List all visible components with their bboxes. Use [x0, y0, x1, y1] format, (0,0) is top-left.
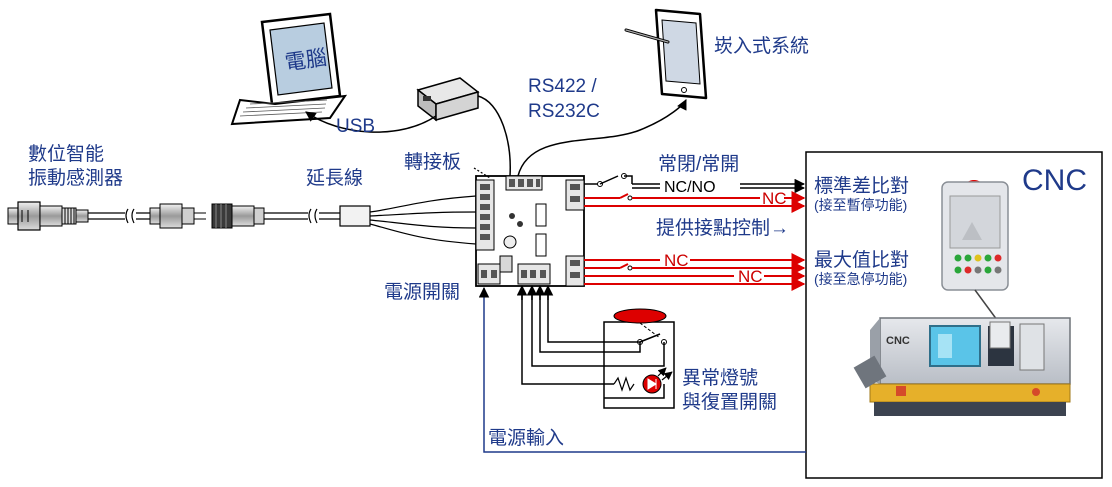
- std-compare-label: 標準差比對: [814, 175, 909, 197]
- usb-cable: [305, 111, 437, 133]
- machine-brand-label: CNC: [886, 335, 910, 347]
- max-compare-sub-label: (接至急停功能): [814, 271, 907, 287]
- max-compare-label: 最大值比對: [814, 249, 909, 271]
- laptop-icon: 電腦: [230, 12, 348, 126]
- embedded-system-label: 崁入式系統: [714, 35, 809, 57]
- control-pendant-icon: [941, 180, 1009, 325]
- alarm-label-line1: 異常燈號: [682, 367, 758, 389]
- power-switch-label: 電源開關: [384, 281, 460, 303]
- nc-pause-output: [584, 191, 806, 213]
- connector-icon: [149, 203, 265, 229]
- usb-label: USB: [336, 116, 375, 137]
- nc-bottom-label: NC: [738, 267, 763, 286]
- rs232c-label: RS232C: [528, 101, 600, 122]
- nc-top-label: NC: [762, 189, 787, 208]
- nc-no-label: NC/NO: [664, 179, 716, 196]
- sensor-label-line1: 數位智能: [28, 143, 104, 165]
- nc-no-output: [584, 173, 806, 194]
- power-input-label: 電源輸入: [488, 427, 564, 449]
- adapter-pointer: [473, 167, 491, 179]
- sensor-cable: [88, 208, 150, 224]
- alarm-wiring: [516, 284, 665, 399]
- adapter-board: [475, 175, 585, 287]
- alarm-label-line2: 與復置開關: [682, 391, 777, 413]
- sensor-label-line2: 振動感測器: [28, 167, 123, 189]
- rs-converter-icon: [416, 77, 480, 122]
- rs-cable: [477, 95, 687, 177]
- contact-control-label: 提供接點控制→: [656, 217, 789, 239]
- nc-estop-output: [584, 253, 806, 291]
- cnc-title: CNC: [1022, 164, 1087, 197]
- alarm-reset-unit: [603, 308, 675, 409]
- power-input-wire: [478, 286, 806, 453]
- cnc-machine-icon: CNC: [853, 317, 1071, 416]
- adapter-board-label: 轉接板: [404, 151, 461, 173]
- nc-no-title-label: 常閉/常開: [658, 153, 739, 175]
- extension-cable: [264, 195, 477, 245]
- rs422-label: RS422 /: [528, 76, 597, 97]
- std-compare-sub-label: (接至暫停功能): [814, 197, 907, 213]
- tablet-icon: [624, 8, 708, 100]
- vibration-sensor-icon: [7, 201, 89, 231]
- nc-mid-label: NC: [664, 251, 689, 270]
- extension-cable-label: 延長線: [306, 167, 363, 189]
